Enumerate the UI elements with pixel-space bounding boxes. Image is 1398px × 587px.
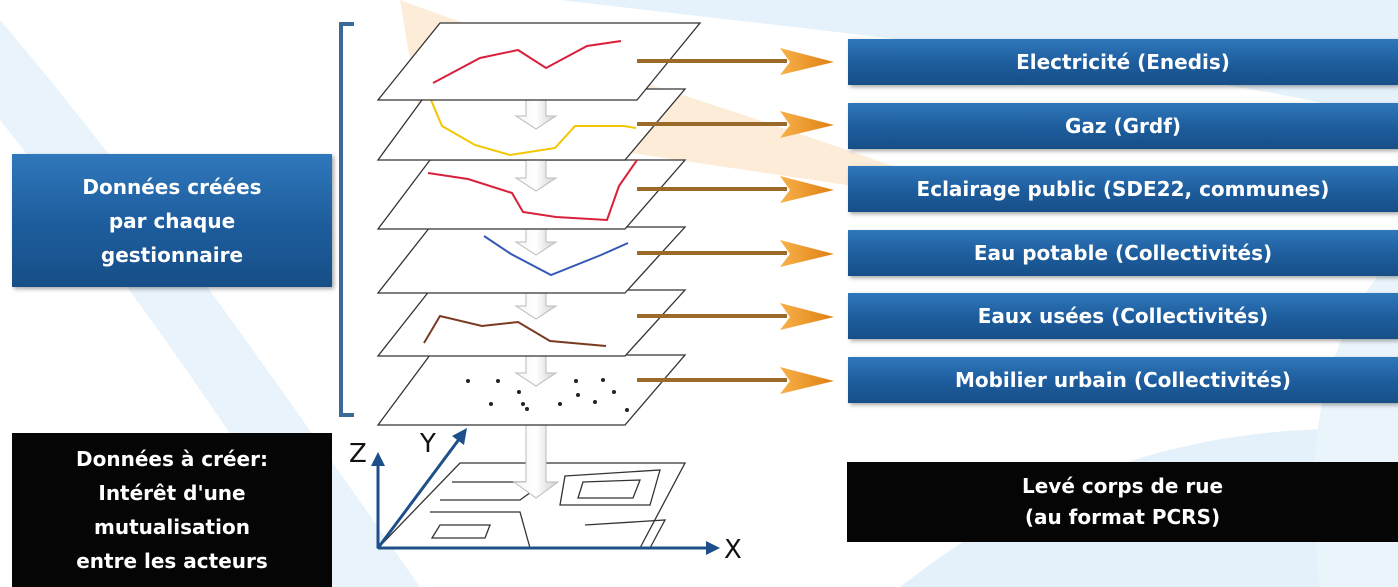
lighting-network-line — [427, 159, 638, 222]
layer-label-text: Electricité (Enedis) — [1016, 50, 1230, 74]
y-axis-label: Y — [419, 429, 436, 459]
label-created-line-1: Données créées — [82, 174, 262, 199]
water-network-line — [483, 235, 629, 277]
layer-label-text: Gaz (Grdf) — [1064, 114, 1182, 138]
label-created-line-3: gestionnaire — [100, 242, 244, 267]
layer-plane — [376, 22, 702, 101]
label-street-survey: Levé corps de rue (au format PCRS) — [847, 462, 1398, 542]
label-created-line-2: par chaque — [108, 208, 236, 233]
arrow-street-furniture — [637, 367, 834, 394]
label-to-create-line-3: mutualisation — [94, 515, 250, 539]
orange-arrows — [637, 48, 834, 394]
label-to-create: Données à créer: Intérêt d'une mutualisa… — [12, 433, 332, 587]
label-to-create-line-1: Données à créer: — [76, 447, 268, 471]
layer-label-street-furniture: Mobilier urbain (Collectivités) — [848, 357, 1398, 403]
orange-swoosh — [400, 0, 1010, 210]
z-axis-arrowhead — [371, 452, 385, 466]
down-arrow-base — [512, 423, 560, 499]
x-axis-arrowhead — [706, 541, 720, 555]
label-to-create-line-2: Intérêt d'une — [98, 481, 246, 505]
arrow-public-lighting — [637, 176, 834, 203]
layer-label-wastewater: Eaux usées (Collectivités) — [848, 293, 1398, 339]
arrow-electricity — [637, 48, 834, 75]
layer-electricity — [376, 22, 702, 101]
blue-swoosh-top — [560, 0, 1398, 120]
arrow-wastewater — [637, 303, 834, 330]
street-label-line-2: (au format PCRS) — [1024, 505, 1221, 529]
z-axis-label: Z — [349, 439, 367, 469]
electricity-network-line — [432, 40, 622, 84]
street-label-line-1: Levé corps de rue — [1021, 474, 1224, 498]
arrow-gas — [637, 111, 834, 138]
street-base-layer — [376, 462, 687, 549]
arrow-drinking-water — [637, 240, 834, 267]
layer-label-text: Eau potable (Collectivités) — [973, 241, 1273, 265]
layer-public-lighting — [376, 159, 687, 230]
layer-label-drinking-water: Eau potable (Collectivités) — [848, 230, 1398, 276]
y-axis-arrowhead — [452, 428, 467, 445]
wastewater-network-line — [423, 314, 607, 347]
layer-label-text: Eclairage public (SDE22, communes) — [916, 177, 1330, 201]
label-to-create-line-4: entre les acteurs — [76, 549, 268, 573]
x-axis-label: X — [724, 535, 742, 565]
layer-label-gas: Gaz (Grdf) — [848, 103, 1398, 149]
y-axis — [376, 437, 462, 549]
label-created-by-managers: Données créées par chaque gestionnaire — [12, 154, 332, 287]
layer-label-electricity: Electricité (Enedis) — [848, 39, 1398, 85]
gas-network-line — [430, 99, 637, 157]
xyz-axes: Z Y X — [349, 428, 742, 565]
layers-bracket — [339, 22, 354, 417]
layer-label-text: Mobilier urbain (Collectivités) — [954, 368, 1292, 392]
layer-label-text: Eaux usées (Collectivités) — [977, 304, 1269, 328]
layer-label-public-lighting: Eclairage public (SDE22, communes) — [848, 166, 1398, 212]
